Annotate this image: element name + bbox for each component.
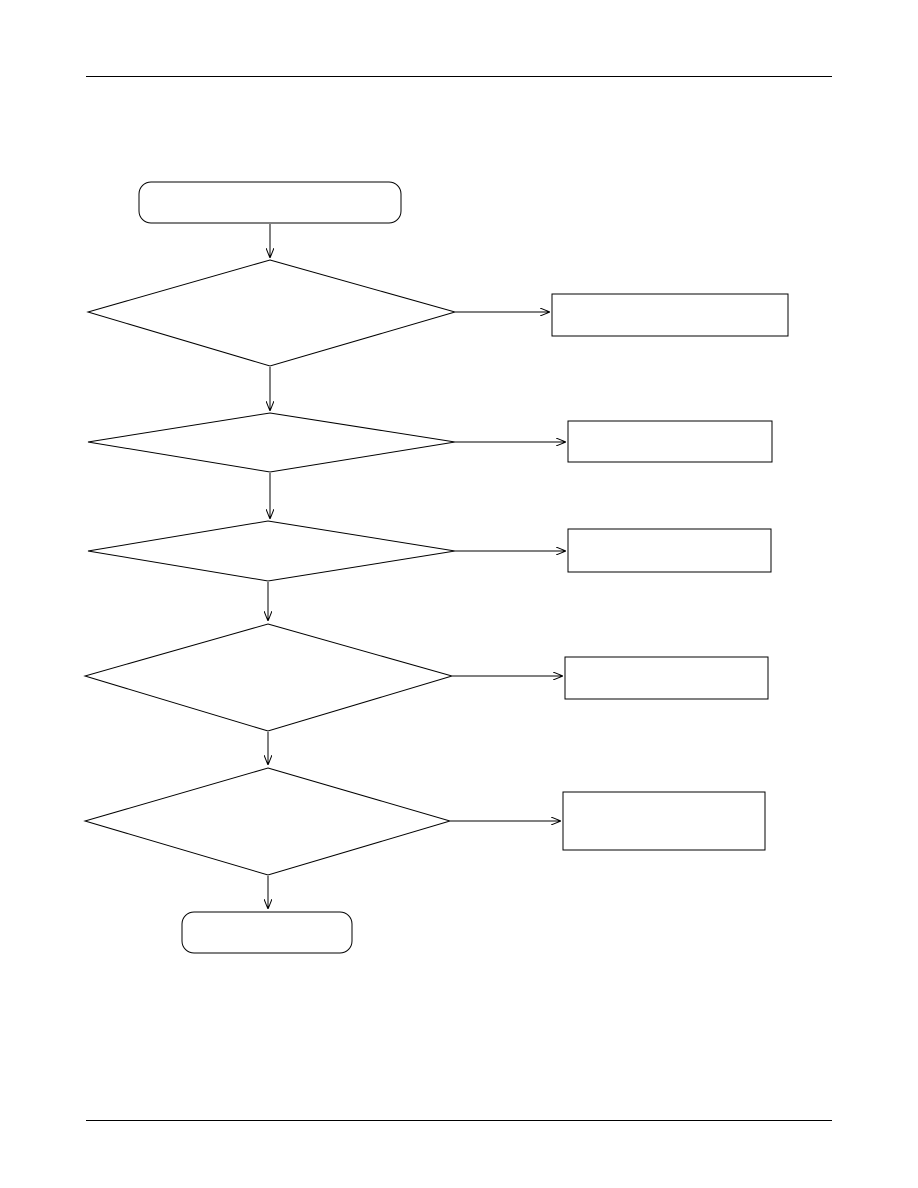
decision-2: [87, 412, 456, 473]
decision-1: [86, 259, 457, 367]
decision-5: [83, 767, 452, 876]
outcome-box-1: [551, 293, 789, 337]
start-terminal: [138, 181, 402, 224]
outcome-box-2: [567, 420, 773, 463]
end-terminal: [181, 911, 353, 954]
decision-4: [83, 623, 454, 732]
footer-rule: [86, 1120, 832, 1121]
outcome-box-5: [562, 791, 766, 851]
header-rule: [86, 76, 832, 77]
decision-3: [87, 520, 456, 582]
outcome-box-4: [564, 656, 769, 700]
outcome-box-3: [567, 528, 772, 573]
